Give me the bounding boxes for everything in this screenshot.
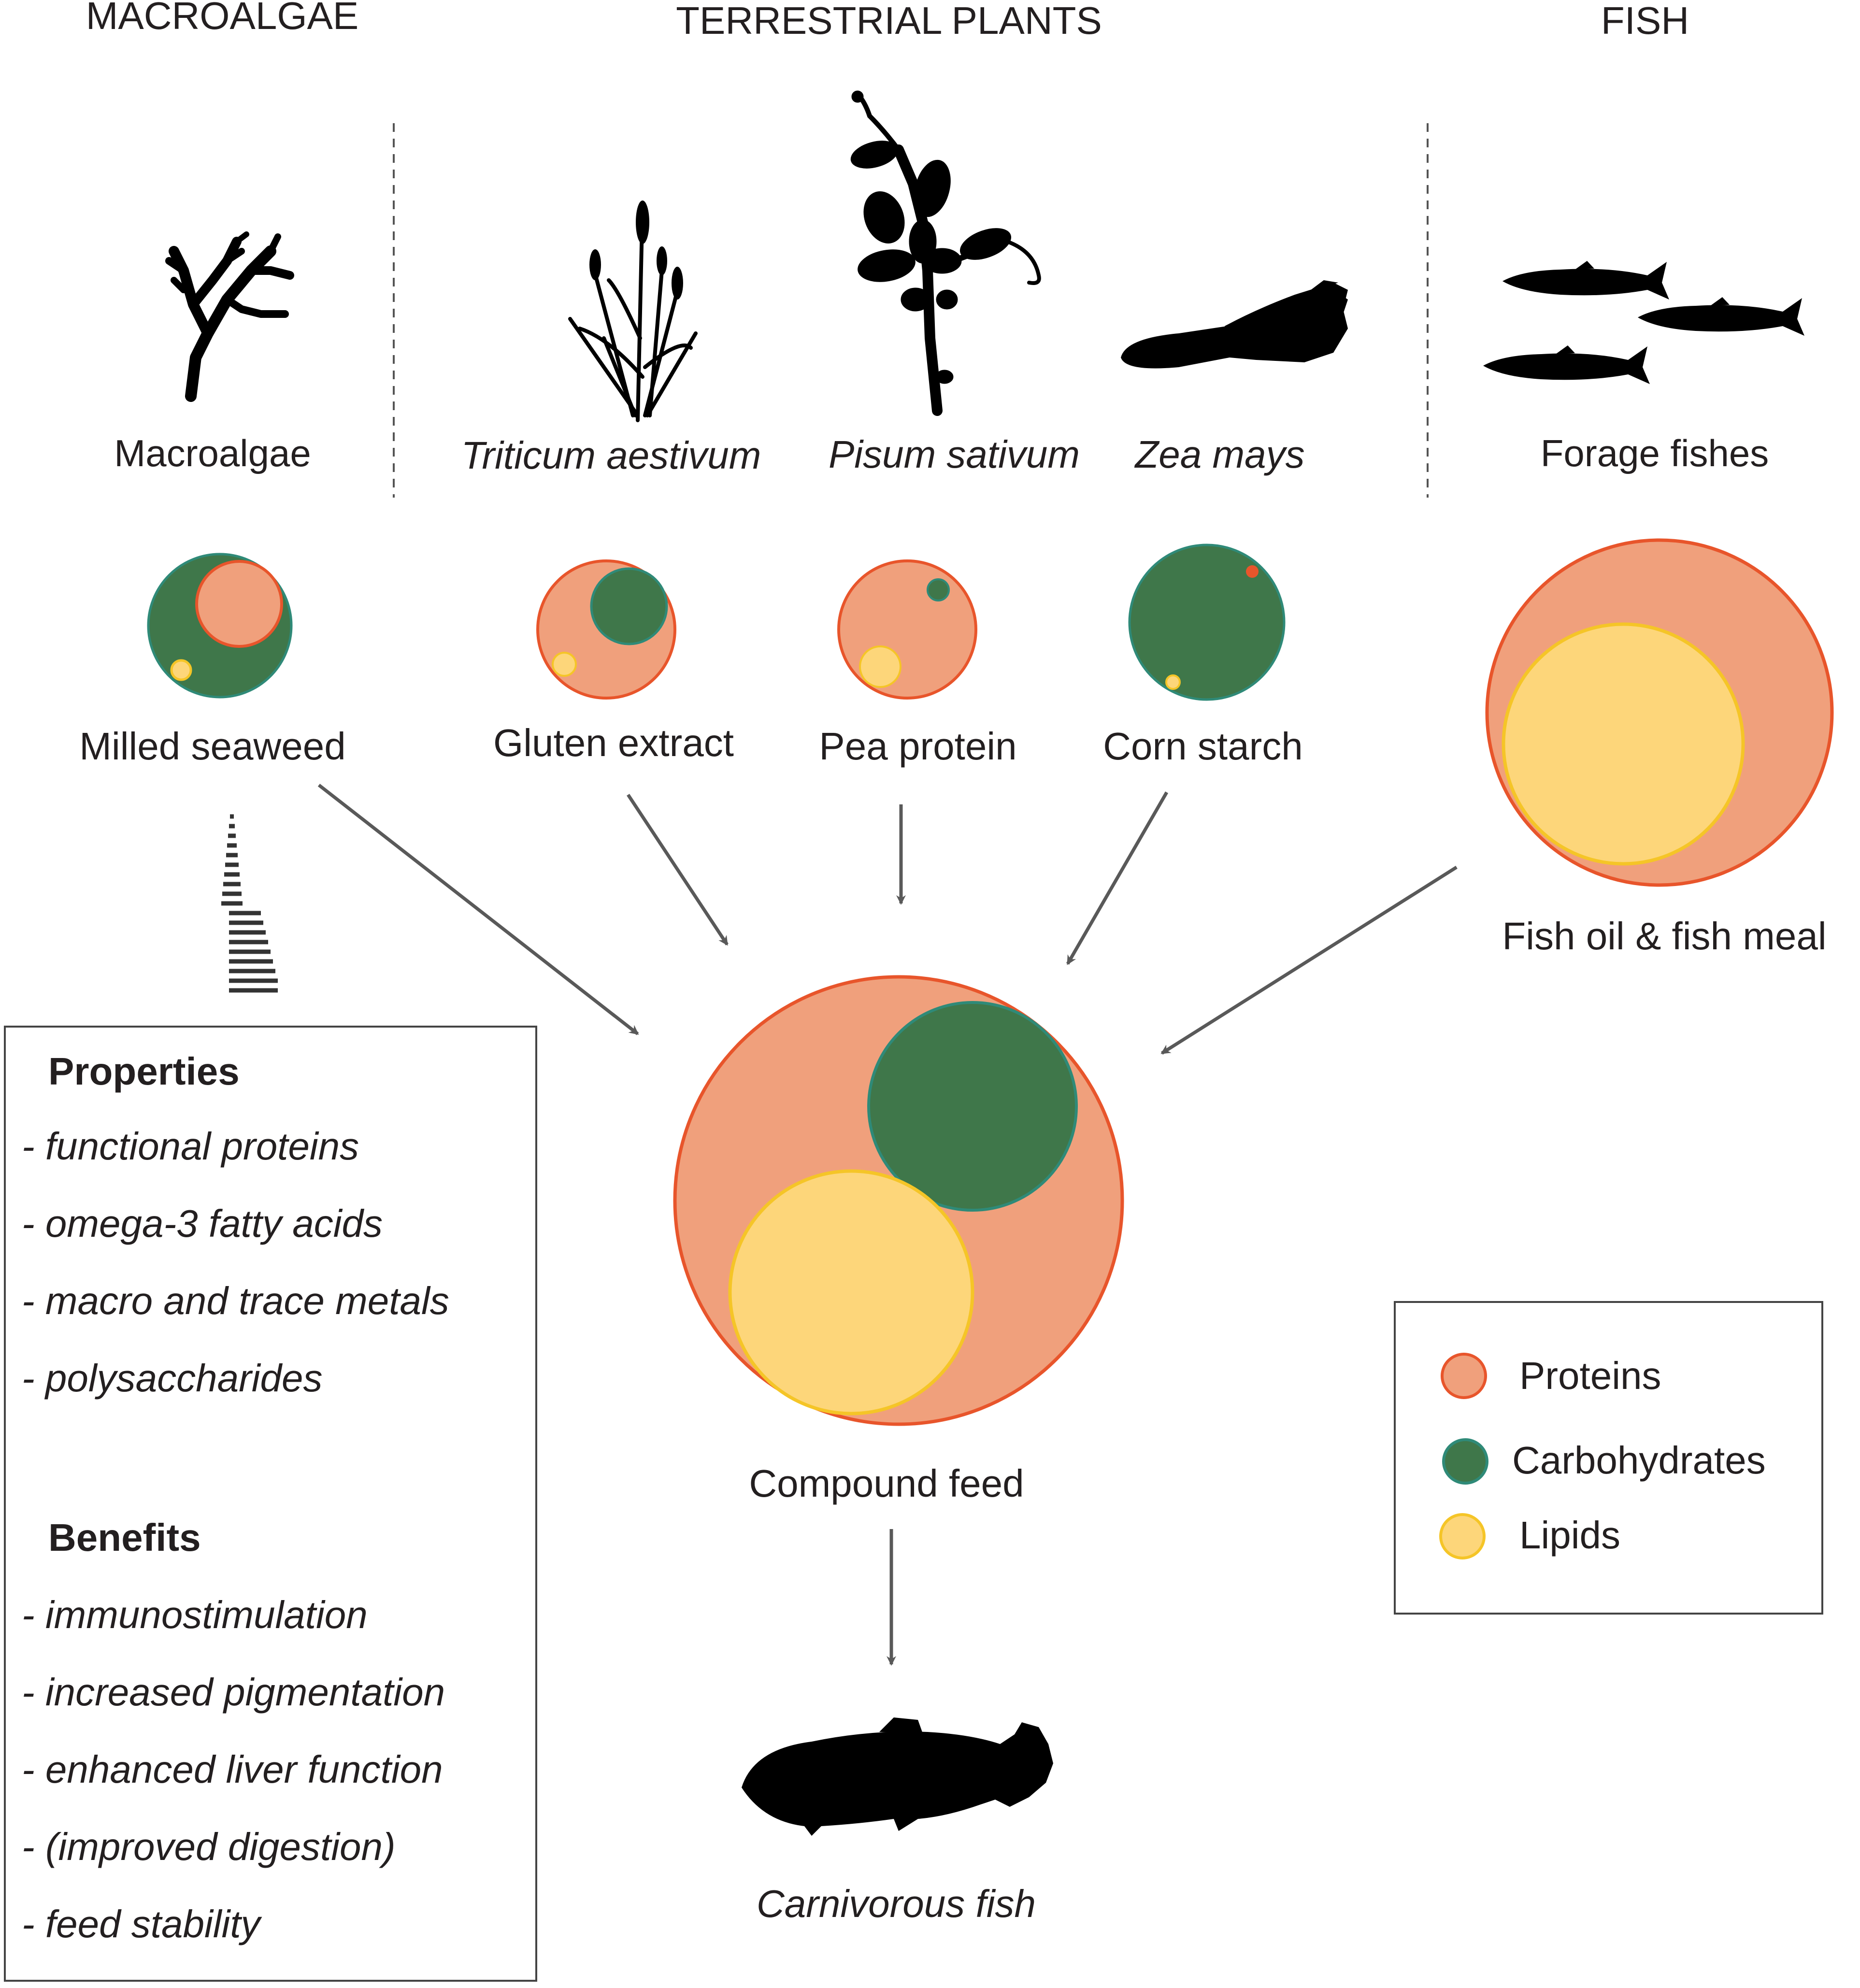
seaweed-icon (165, 231, 294, 402)
composition-fish-oil-meal (1485, 538, 1834, 887)
wheat-icon (568, 200, 698, 422)
benefits-heading: Benefits (48, 1516, 201, 1559)
product-label-corn-starch: Corn starch (1103, 725, 1302, 768)
flow-arrows (317, 784, 1458, 1666)
header-fish: FISH (1601, 0, 1689, 42)
properties-heading: Properties (48, 1050, 240, 1093)
source-label-pisum-sativum: Pisum sativum (829, 433, 1080, 476)
corn-icon (1121, 280, 1348, 369)
product-label-gluten-extract: Gluten extract (493, 721, 734, 764)
benefit-item: - enhanced liver function (22, 1748, 443, 1791)
legend-label-lipids: Lipids (1519, 1514, 1620, 1557)
product-label-milled-seaweed: Milled seaweed (79, 725, 345, 768)
source-label-macroalgae: Macroalgae (114, 432, 311, 474)
compound-feed-label: Compound feed (749, 1462, 1024, 1505)
arrow-gluten-to-feed (627, 794, 729, 946)
carnivorous-fish-icon (742, 1717, 1053, 1836)
arrow-fish-to-feed (1160, 866, 1458, 1055)
arrow-corn-to-feed (1066, 791, 1169, 965)
composition-pea-protein (837, 559, 977, 700)
source-label-forage-fishes: Forage fishes (1541, 432, 1769, 474)
pea-plant-icon (850, 90, 1041, 416)
striped-wedge (221, 814, 278, 993)
legend: Proteins Carbohydrates Lipids (1394, 1301, 1823, 1615)
legend-label-proteins: Proteins (1519, 1354, 1661, 1397)
product-label-fish-oil-meal: Fish oil & fish meal (1502, 915, 1826, 958)
carnivorous-fish-label: Carnivorous fish (757, 1882, 1036, 1925)
source-label-zea-mays: Zea mays (1134, 433, 1304, 476)
legend-swatch-proteins (1441, 1353, 1487, 1399)
composition-compound-feed (673, 975, 1124, 1426)
composition-gluten-extract (536, 559, 676, 700)
property-item: - macro and trace metals (22, 1279, 449, 1322)
property-item: - polysaccharides (22, 1357, 323, 1400)
benefit-item: - (improved digestion) (22, 1825, 396, 1868)
legend-swatch-carbohydrates (1442, 1438, 1488, 1485)
composition-milled-seaweed (147, 553, 293, 699)
header-macroalgae: MACROALGAE (86, 0, 359, 37)
forage-fishes-icon (1483, 261, 1804, 384)
property-item: - omega-3 fatty acids (22, 1202, 383, 1245)
benefit-item: - feed stability (22, 1902, 263, 1945)
composition-corn-starch (1128, 543, 1286, 701)
arrow-seaweed-to-feed (317, 784, 639, 1035)
properties-box-frame (4, 1026, 537, 1982)
source-label-triticum-aestivum: Triticum aestivum (461, 434, 761, 477)
property-item: - functional proteins (22, 1125, 359, 1168)
benefit-item: - increased pigmentation (22, 1671, 445, 1714)
benefit-item: - immunostimulation (22, 1593, 368, 1636)
header-terrestrial-plants: TERRESTRIAL PLANTS (676, 0, 1102, 42)
legend-swatch-lipids (1439, 1513, 1486, 1559)
properties-box: Properties - functional proteins - omega… (4, 1026, 537, 1982)
legend-label-carbohydrates: Carbohydrates (1512, 1439, 1766, 1482)
product-label-pea-protein: Pea protein (819, 725, 1016, 768)
